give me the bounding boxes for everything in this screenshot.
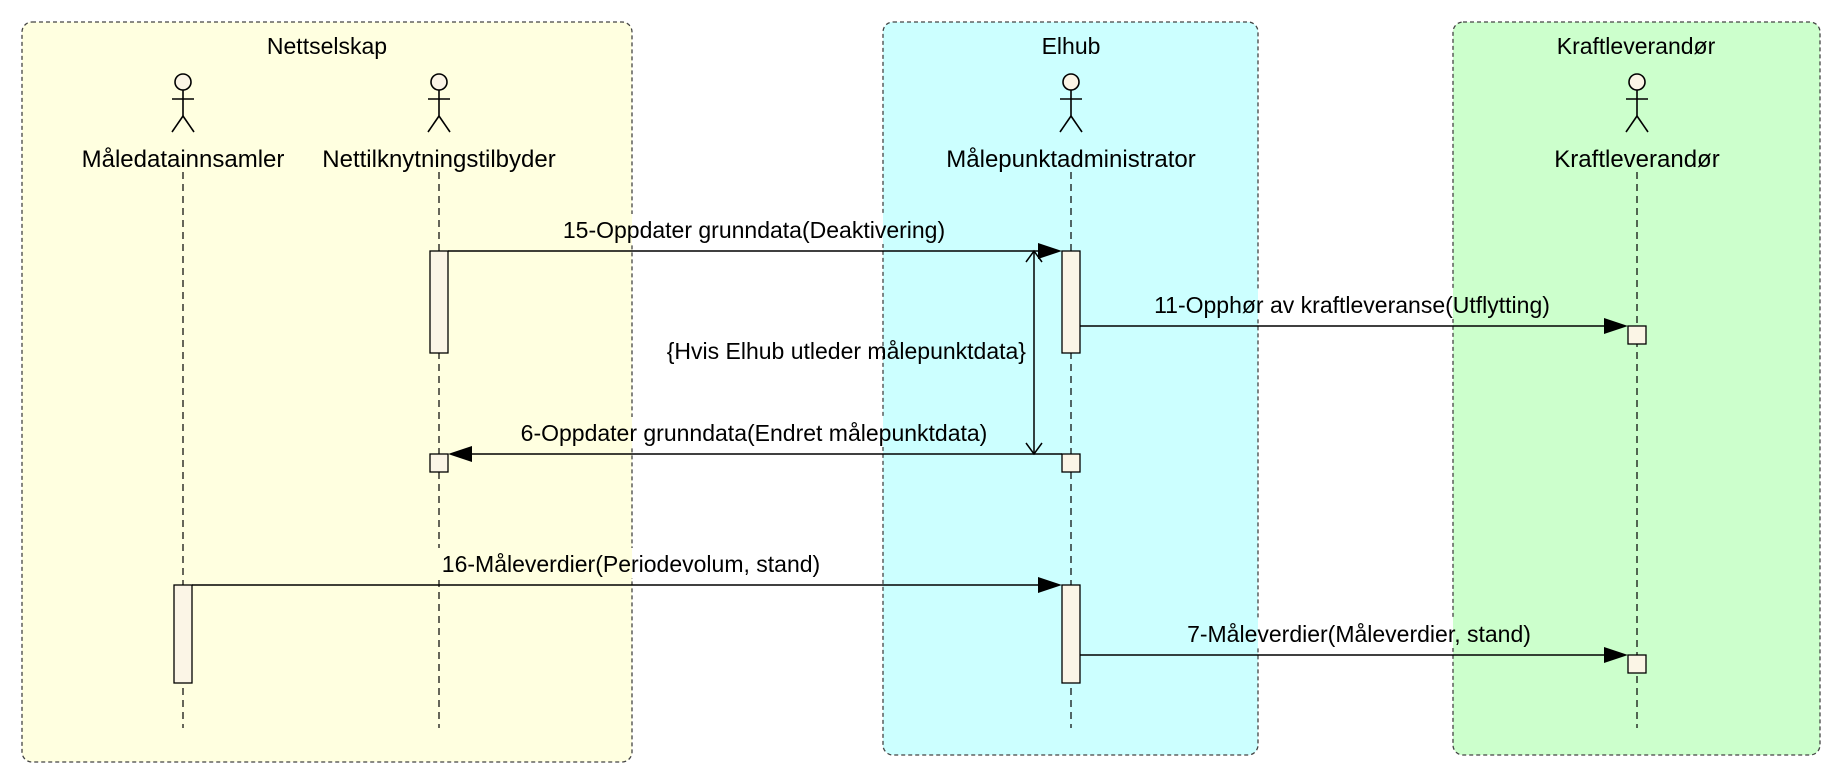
- constraint-label: {Hvis Elhub utleder målepunktdata}: [667, 338, 1027, 364]
- activation-bar-nettilknytningstilbyder: [429, 250, 449, 354]
- message-6: 6-Oppdater grunndata(Endret målepunktdat…: [448, 417, 1062, 462]
- activation-bar-maledatainnsamler: [173, 584, 193, 684]
- arrowhead-icon: [1604, 647, 1628, 663]
- lane-title-nettselskap: Nettselskap: [267, 33, 387, 59]
- message-15: 15-Oppdater grunndata(Deaktivering): [448, 214, 1062, 259]
- activation-bar-kraftleverandor: [1627, 325, 1647, 345]
- stick-figure-icon: [171, 73, 195, 133]
- activation-bar-malepunktadministrator: [1061, 453, 1081, 473]
- message-label: 6-Oppdater grunndata(Endret målepunktdat…: [521, 420, 988, 446]
- stick-figure-icon: [427, 73, 451, 133]
- arrowhead-icon: [1604, 318, 1628, 334]
- actor-nettilknytningstilbyder: Nettilknytningstilbyder: [322, 73, 556, 173]
- constraint: {Hvis Elhub utleder målepunktdata}: [667, 249, 1043, 456]
- actor-kraftleverandor: Kraftleverandør: [1554, 73, 1720, 173]
- actor-label: Nettilknytningstilbyder: [322, 146, 555, 173]
- activation-bar-malepunktadministrator: [1061, 250, 1081, 354]
- message-label: 16-Måleverdier(Periodevolum, stand): [442, 551, 820, 577]
- message-label: 7-Måleverdier(Måleverdier, stand): [1187, 621, 1531, 647]
- lane-title-kraftleverandor: Kraftleverandør: [1557, 33, 1716, 59]
- lane-nettselskap: Nettselskap: [21, 21, 633, 763]
- arrowhead-icon: [448, 446, 472, 462]
- actor-malepunktadministrator: Målepunktadministrator: [946, 73, 1196, 173]
- message-label: 11-Opphør av kraftleveranse(Utflytting): [1154, 292, 1550, 318]
- arrowhead-icon: [1025, 249, 1043, 263]
- message-label: 15-Oppdater grunndata(Deaktivering): [563, 217, 945, 243]
- stick-figure-icon: [1625, 73, 1649, 133]
- arrowhead-icon: [1038, 577, 1062, 593]
- activation-bar-malepunktadministrator: [1061, 584, 1081, 684]
- message-7: 7-Måleverdier(Måleverdier, stand): [1080, 618, 1628, 663]
- lane-title-elhub: Elhub: [1042, 33, 1101, 59]
- stick-figure-icon: [1059, 73, 1083, 133]
- message-16: 16-Måleverdier(Periodevolum, stand): [192, 548, 1062, 593]
- activation-bar-nettilknytningstilbyder: [429, 453, 449, 473]
- actor-label: Målepunktadministrator: [946, 146, 1195, 173]
- actor-maledatainnsamler: Måledatainnsamler: [82, 73, 285, 173]
- message-11: 11-Opphør av kraftleveranse(Utflytting): [1080, 289, 1628, 334]
- actor-label: Kraftleverandør: [1554, 146, 1719, 173]
- arrowhead-icon: [1038, 243, 1062, 259]
- actor-label: Måledatainnsamler: [82, 146, 285, 173]
- activation-bar-kraftleverandor: [1627, 654, 1647, 674]
